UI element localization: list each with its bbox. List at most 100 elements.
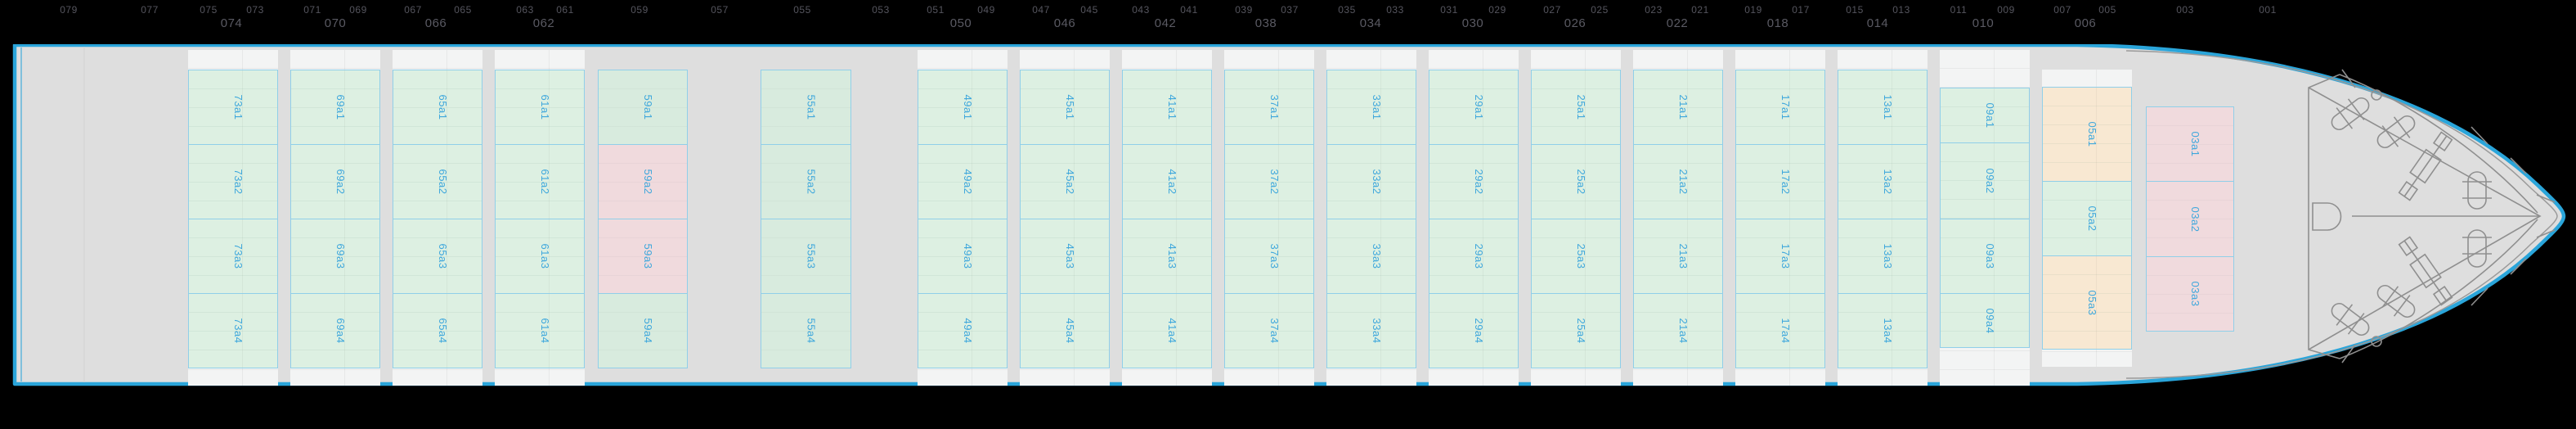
bay-cell[interactable]: 73a4 <box>188 293 278 368</box>
bay-cell[interactable]: 13a1 <box>1838 70 1928 145</box>
bay-cell-label: 25a2 <box>1574 169 1587 195</box>
bay-cell[interactable]: 13a4 <box>1838 293 1928 368</box>
bay-cell[interactable]: 61a3 <box>495 219 585 294</box>
bay-cell[interactable]: 33a4 <box>1326 293 1416 368</box>
bay-cell[interactable]: 13a3 <box>1838 219 1928 294</box>
bay-cell[interactable]: 37a4 <box>1224 293 1314 368</box>
bay-cell-label: 21a4 <box>1676 318 1690 344</box>
bay-cell-label: 61a1 <box>538 94 551 120</box>
bay-cell[interactable]: 05a1 <box>2042 87 2132 182</box>
bay-cell-label: 09a1 <box>1983 102 1996 129</box>
bay-cell[interactable]: 73a1 <box>188 70 278 145</box>
bay-cell-label: 73a1 <box>231 94 245 120</box>
bay-cell[interactable]: 17a4 <box>1735 293 1825 368</box>
bay-cell[interactable]: 29a3 <box>1429 219 1519 294</box>
deck-edge-bottom <box>2339 219 2538 359</box>
bay-cell[interactable]: 33a3 <box>1326 219 1416 294</box>
bay-cell[interactable]: 41a2 <box>1122 144 1212 219</box>
frame-number-label: 069 <box>349 4 367 16</box>
bay-cell[interactable]: 65a3 <box>393 219 482 294</box>
frame-number-label: 037 <box>1281 4 1299 16</box>
bay-cell[interactable]: 17a1 <box>1735 70 1825 145</box>
bay-cell[interactable]: 65a2 <box>393 144 482 219</box>
bay-cell-label: 73a4 <box>231 318 245 344</box>
bay-cell[interactable]: 55a2 <box>761 144 851 219</box>
frame-number-label: 007 <box>2053 4 2071 16</box>
bay-cell[interactable]: 55a4 <box>761 293 851 368</box>
bay-cell[interactable]: 65a4 <box>393 293 482 368</box>
frame-number-label: 041 <box>1180 4 1198 16</box>
bay-cell[interactable]: 41a3 <box>1122 219 1212 294</box>
bay-cell[interactable]: 29a2 <box>1429 144 1519 219</box>
bay-cell[interactable]: 69a2 <box>290 144 380 219</box>
bay-cell[interactable]: 61a4 <box>495 293 585 368</box>
bay-cell[interactable]: 33a1 <box>1326 70 1416 145</box>
bay-cell[interactable]: 45a1 <box>1020 70 1110 145</box>
frame-number-label: 049 <box>977 4 995 16</box>
bay-cell[interactable]: 49a1 <box>918 70 1008 145</box>
bay-cell[interactable]: 29a4 <box>1429 293 1519 368</box>
bay-cell[interactable]: 45a4 <box>1020 293 1110 368</box>
bay-cell[interactable]: 05a3 <box>2042 255 2132 350</box>
bay-cell[interactable]: 59a3 <box>598 219 688 294</box>
bay-cell[interactable]: 49a2 <box>918 144 1008 219</box>
bay-cell[interactable]: 37a2 <box>1224 144 1314 219</box>
bay-cell[interactable]: 09a3 <box>1940 219 2030 294</box>
bay-cell[interactable]: 45a2 <box>1020 144 1110 219</box>
bay-cell[interactable]: 41a4 <box>1122 293 1212 368</box>
bay-cell[interactable]: 17a3 <box>1735 219 1825 294</box>
bay-cell[interactable]: 65a1 <box>393 70 482 145</box>
frame-number-label: 061 <box>556 4 574 16</box>
bay-cell[interactable]: 09a1 <box>1940 88 2030 143</box>
bay-cell[interactable]: 69a3 <box>290 219 380 294</box>
bay-cell[interactable]: 21a4 <box>1633 293 1723 368</box>
bay-cell[interactable]: 03a1 <box>2146 106 2234 182</box>
bay-cell[interactable]: 25a1 <box>1531 70 1621 145</box>
bay-cell[interactable]: 09a2 <box>1940 142 2030 219</box>
bay-cell[interactable]: 59a1 <box>598 70 688 145</box>
bay-cell-label: 03a2 <box>2188 206 2201 232</box>
bay-cell[interactable]: 03a3 <box>2146 256 2234 332</box>
bay-cell[interactable]: 69a1 <box>290 70 380 145</box>
bay-cell[interactable]: 59a2 <box>598 144 688 219</box>
bay-cell[interactable]: 21a3 <box>1633 219 1723 294</box>
bay-cell[interactable]: 21a1 <box>1633 70 1723 145</box>
bay-cell-label: 29a3 <box>1472 243 1485 269</box>
bay-cell[interactable]: 61a1 <box>495 70 585 145</box>
bay-cell[interactable]: 73a3 <box>188 219 278 294</box>
frame-number-label: 015 <box>1846 4 1864 16</box>
bay-cell[interactable]: 45a3 <box>1020 219 1110 294</box>
bay-cell[interactable]: 73a2 <box>188 144 278 219</box>
bay-number-label: 010 <box>1972 16 1995 30</box>
bay-cell[interactable]: 37a3 <box>1224 219 1314 294</box>
bay-number-label: 038 <box>1254 16 1277 30</box>
bay-cell[interactable]: 59a4 <box>598 293 688 368</box>
bay-cell[interactable]: 61a2 <box>495 144 585 219</box>
frame-number-label: 071 <box>303 4 321 16</box>
bay-cell[interactable]: 41a1 <box>1122 70 1212 145</box>
bay-cell[interactable]: 33a2 <box>1326 144 1416 219</box>
bay-number-label: 014 <box>1866 16 1889 30</box>
bay-cell[interactable]: 09a4 <box>1940 293 2030 348</box>
bay-cell[interactable]: 25a4 <box>1531 293 1621 368</box>
bay-cell[interactable]: 25a2 <box>1531 144 1621 219</box>
bay-cell[interactable]: 25a3 <box>1531 219 1621 294</box>
bay-number-label: 030 <box>1461 16 1484 30</box>
bay-cell[interactable]: 55a3 <box>761 219 851 294</box>
bay-cell[interactable]: 69a4 <box>290 293 380 368</box>
bay-cell[interactable]: 03a2 <box>2146 181 2234 257</box>
bay-number-label: 046 <box>1053 16 1076 30</box>
bay-cell[interactable]: 21a2 <box>1633 144 1723 219</box>
bay-cell[interactable]: 49a3 <box>918 219 1008 294</box>
bay-cell[interactable]: 13a2 <box>1838 144 1928 219</box>
bay-cell[interactable]: 49a4 <box>918 293 1008 368</box>
bay-cell[interactable]: 55a1 <box>761 70 851 145</box>
bay-cell-label: 49a4 <box>961 318 974 344</box>
bay-cell[interactable]: 29a1 <box>1429 70 1519 145</box>
bay-cell[interactable]: 17a2 <box>1735 144 1825 219</box>
bay-cell[interactable]: 37a1 <box>1224 70 1314 145</box>
bay-cell-label: 09a2 <box>1983 168 1996 194</box>
bay-cell-label: 03a3 <box>2188 281 2201 307</box>
bay-cell[interactable]: 05a2 <box>2042 181 2132 256</box>
